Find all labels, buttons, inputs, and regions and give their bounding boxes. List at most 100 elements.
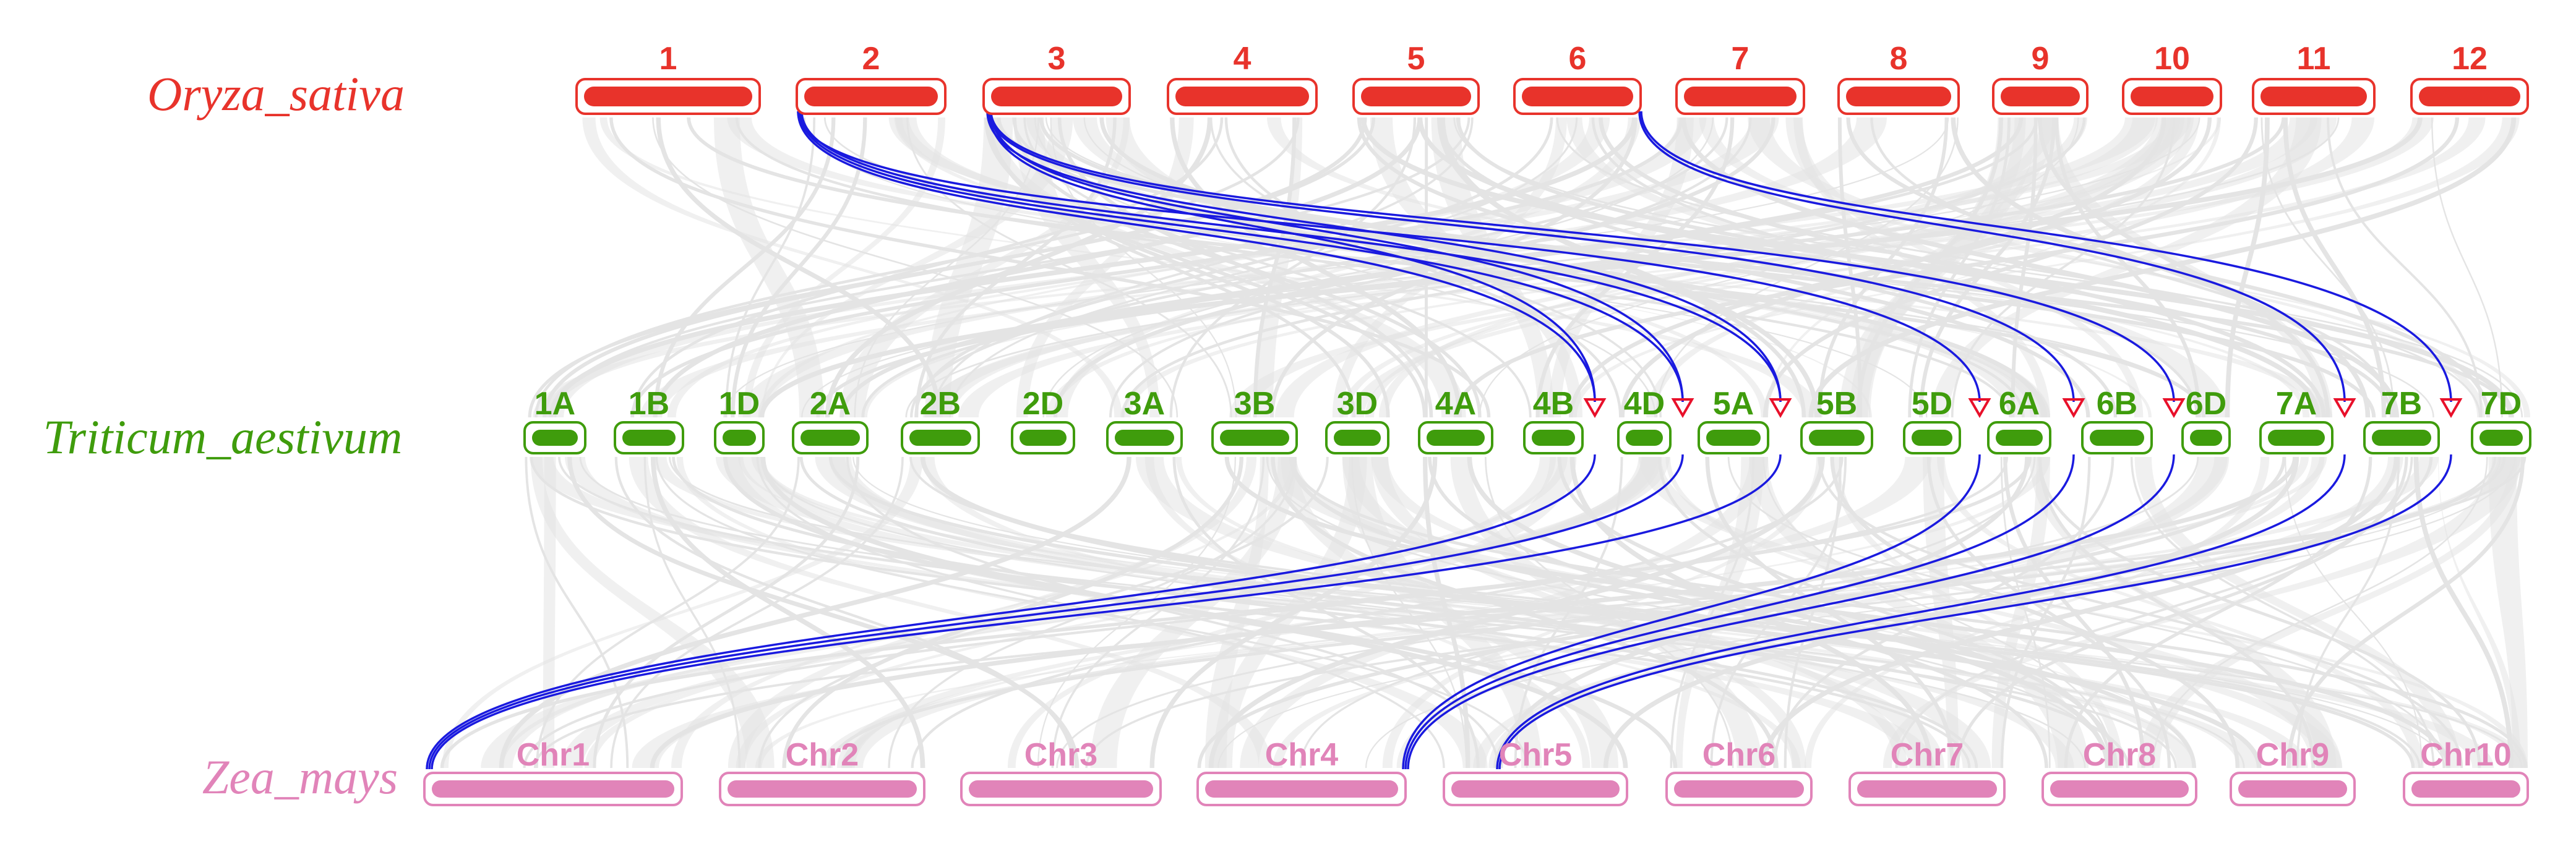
chromosome-triticum-6D: 6D — [2183, 386, 2230, 453]
chromosome-bar — [2131, 87, 2213, 106]
chromosome-label: 2D — [1023, 386, 1063, 422]
chromosome-label: 4 — [1234, 41, 1252, 77]
chromosome-label: 1B — [629, 386, 669, 422]
chromosome-label: Chr5 — [1499, 737, 1572, 773]
chromosome-zea-Chr3: Chr3 — [961, 737, 1161, 805]
chromosome-bar — [2190, 430, 2222, 446]
chromosome-bar — [969, 780, 1153, 798]
chromosome-label: 3A — [1124, 386, 1165, 422]
chromosome-label: 5 — [1407, 41, 1425, 77]
chromosome-triticum-3A: 3A — [1107, 386, 1182, 453]
chromosome-oryza-12: 12 — [2411, 41, 2528, 114]
chromosome-bar — [801, 430, 860, 446]
chromosome-bar — [2090, 430, 2144, 446]
chromosome-bar — [1115, 430, 1174, 446]
chromosome-bar — [1175, 87, 1309, 106]
chromosome-label: 4D — [1624, 386, 1665, 422]
chromosome-oryza-9: 9 — [1993, 41, 2087, 114]
chromosome-bar — [2479, 430, 2523, 446]
chromosome-bar — [1451, 780, 1620, 798]
chromosome-label: 1 — [659, 41, 677, 77]
chromosome-bar — [1020, 430, 1067, 446]
chromosome-bar — [1809, 430, 1865, 446]
chromosome-bar — [1857, 780, 1997, 798]
chromosome-bar — [622, 430, 676, 446]
chromosome-bar — [1912, 430, 1952, 446]
chromosome-bar — [1220, 430, 1289, 446]
chromosome-label: 10 — [2154, 41, 2190, 77]
background-link — [714, 117, 824, 417]
chromosome-oryza-1: 1 — [577, 41, 760, 114]
background-link — [442, 457, 923, 768]
chromosome-label: 7A — [2276, 386, 2317, 422]
chromosome-label: Chr10 — [2420, 737, 2511, 773]
chromosome-bar — [723, 430, 756, 446]
chromosome-triticum-5D: 5D — [1904, 386, 1960, 453]
chromosome-bar — [432, 780, 674, 798]
chromosome-bar — [2238, 780, 2347, 798]
chromosome-label: 7 — [1732, 41, 1750, 77]
chromosome-label: Chr7 — [1891, 737, 1964, 773]
chromosome-bar — [909, 430, 971, 446]
chromosome-label: 5B — [1816, 386, 1857, 422]
species-label-triticum: Triticum_aestivum — [43, 410, 403, 464]
chromosome-bar — [2050, 780, 2189, 798]
chromosome-label: 6D — [2186, 386, 2226, 422]
chromosome-bar — [2411, 780, 2520, 798]
chromosome-oryza-5: 5 — [1354, 41, 1479, 114]
chromosome-label: 5D — [1912, 386, 1952, 422]
chromosome-label: 1D — [719, 386, 760, 422]
chromosome-label: Chr6 — [1702, 737, 1775, 773]
chromosome-bar — [804, 87, 938, 106]
chromosome-label: 2A — [810, 386, 851, 422]
chromosome-oryza-4: 4 — [1168, 41, 1316, 114]
chromosome-label: 3D — [1337, 386, 1378, 422]
chromosome-triticum-7B: 7B — [2364, 386, 2439, 453]
chromosome-oryza-2: 2 — [797, 41, 945, 114]
chromosome-label: Chr2 — [786, 737, 859, 773]
chromosome-bar — [1996, 430, 2043, 446]
chromosome-bar — [2419, 87, 2520, 106]
chromosome-label: Chr9 — [2256, 737, 2329, 773]
chromosome-triticum-1A: 1A — [525, 386, 585, 453]
species-label-oryza: Oryza_sativa — [147, 67, 405, 121]
chromosome-bar — [1626, 430, 1663, 446]
chromosome-bar — [1334, 430, 1381, 446]
chromosome-triticum-4D: 4D — [1618, 386, 1670, 453]
chromosome-label: 2 — [862, 41, 880, 77]
chromosome-oryza-11: 11 — [2253, 41, 2374, 114]
chromosome-label: 6B — [2097, 386, 2137, 422]
species-label-zea: Zea_mays — [202, 750, 398, 804]
chromosome-bar — [2268, 430, 2325, 446]
chromosome-bar — [1706, 430, 1761, 446]
chromosome-bar — [2372, 430, 2431, 446]
chromosome-label: 4B — [1533, 386, 1574, 422]
chromosome-label: 11 — [2297, 41, 2331, 77]
species-labels: Oryza_sativa Triticum_aestivum Zea_mays — [43, 67, 405, 804]
chromosome-bar — [1205, 780, 1398, 798]
chromosome-label: 3 — [1048, 41, 1066, 77]
chromosome-bar — [2001, 87, 2080, 106]
chromosome-bar — [1532, 430, 1575, 446]
chromosome-bar — [1846, 87, 1951, 106]
chromosome-bar — [1522, 87, 1633, 106]
chromosome-oryza-3: 3 — [984, 41, 1130, 114]
chromosome-bar — [728, 780, 917, 798]
chromosome-triticum-2B: 2B — [902, 386, 979, 453]
chromosome-label: 3B — [1234, 386, 1275, 422]
chromosome-triticum-1D: 1D — [715, 386, 763, 453]
chromosome-bar — [2260, 87, 2367, 106]
chromosome-label: 2B — [920, 386, 961, 422]
chromosome-bar — [1684, 87, 1797, 106]
chromosome-label: 7B — [2381, 386, 2422, 422]
chromosome-oryza-8: 8 — [1839, 41, 1959, 114]
chromosome-oryza-10: 10 — [2123, 41, 2221, 114]
chromosome-label: 6A — [1999, 386, 2040, 422]
chromosome-label: 1A — [535, 386, 575, 422]
chromosome-label: 7D — [2481, 386, 2522, 422]
chromosome-label: 5A — [1713, 386, 1754, 422]
chromosome-label: 12 — [2452, 41, 2488, 77]
chromosome-bar — [532, 430, 578, 446]
chromosome-label: Chr3 — [1024, 737, 1097, 773]
